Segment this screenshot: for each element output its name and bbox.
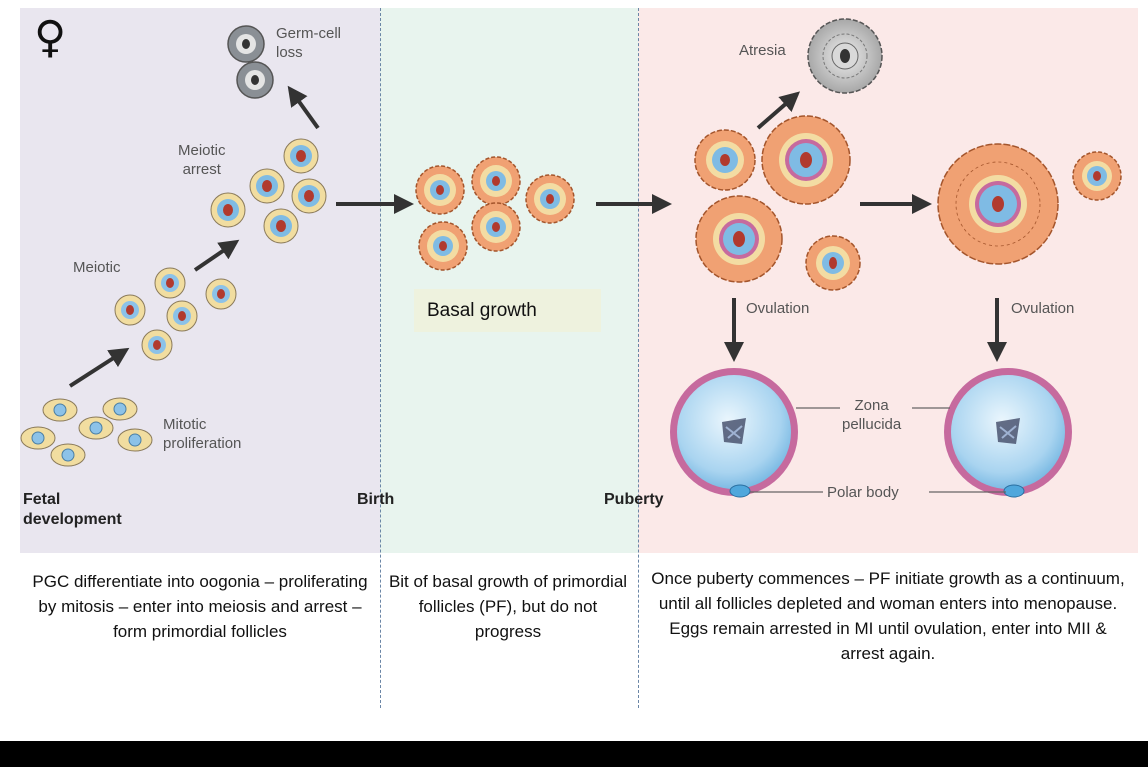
- mitotic-cells: [20, 397, 153, 467]
- ovulated-egg-1: [670, 368, 798, 498]
- atresia-arrow: [756, 91, 801, 130]
- birth-caption: Bit of basal growth of primordial follic…: [388, 572, 628, 641]
- meiotic-label: Meiotic: [73, 259, 121, 276]
- fetal-caption: PGC differentiate into oogonia – prolife…: [32, 572, 368, 641]
- meiotic-cells: [114, 267, 237, 361]
- zona-pellucida-label: Zona pellucida: [842, 397, 902, 433]
- polar-body-label: Polar body: [827, 484, 899, 501]
- mitotic-proliferation-label: Mitotic proliferation: [163, 416, 242, 452]
- large-follicle: [937, 143, 1059, 265]
- puberty-label: Puberty: [604, 491, 664, 508]
- germ-cell-loss-cells: [227, 25, 274, 99]
- puberty-caption: Once puberty commences – PF initiate gro…: [651, 569, 1125, 663]
- primordial-follicles: [415, 156, 575, 271]
- bottom-black-bar: [0, 741, 1148, 767]
- female-symbol-icon: ♀: [34, 12, 67, 63]
- mitotic-arrow: [68, 347, 130, 388]
- ovulated-egg-2: [944, 368, 1072, 498]
- ovulation-label-2: Ovulation: [1011, 300, 1075, 317]
- birth-panel: [380, 8, 638, 553]
- basal-growth-label: Basal growth: [414, 289, 601, 332]
- growing-follicles: [694, 115, 1122, 291]
- meiotic-arrest-label: Meiotic arrest: [178, 142, 226, 178]
- ovulation-label-1: Ovulation: [746, 300, 810, 317]
- meiotic-arrest-cells: [210, 138, 327, 244]
- meiotic-arrow: [193, 239, 240, 272]
- puberty-divider: [638, 8, 639, 708]
- germ-loss-arrow: [287, 85, 320, 130]
- atretic-follicle: [807, 18, 883, 94]
- birth-divider: [380, 8, 381, 708]
- birth-label: Birth: [357, 491, 395, 508]
- germ-cell-loss-label: Germ-cell loss: [276, 25, 342, 61]
- fetal-development-label: Fetal development: [23, 491, 122, 528]
- atresia-label: Atresia: [739, 42, 786, 59]
